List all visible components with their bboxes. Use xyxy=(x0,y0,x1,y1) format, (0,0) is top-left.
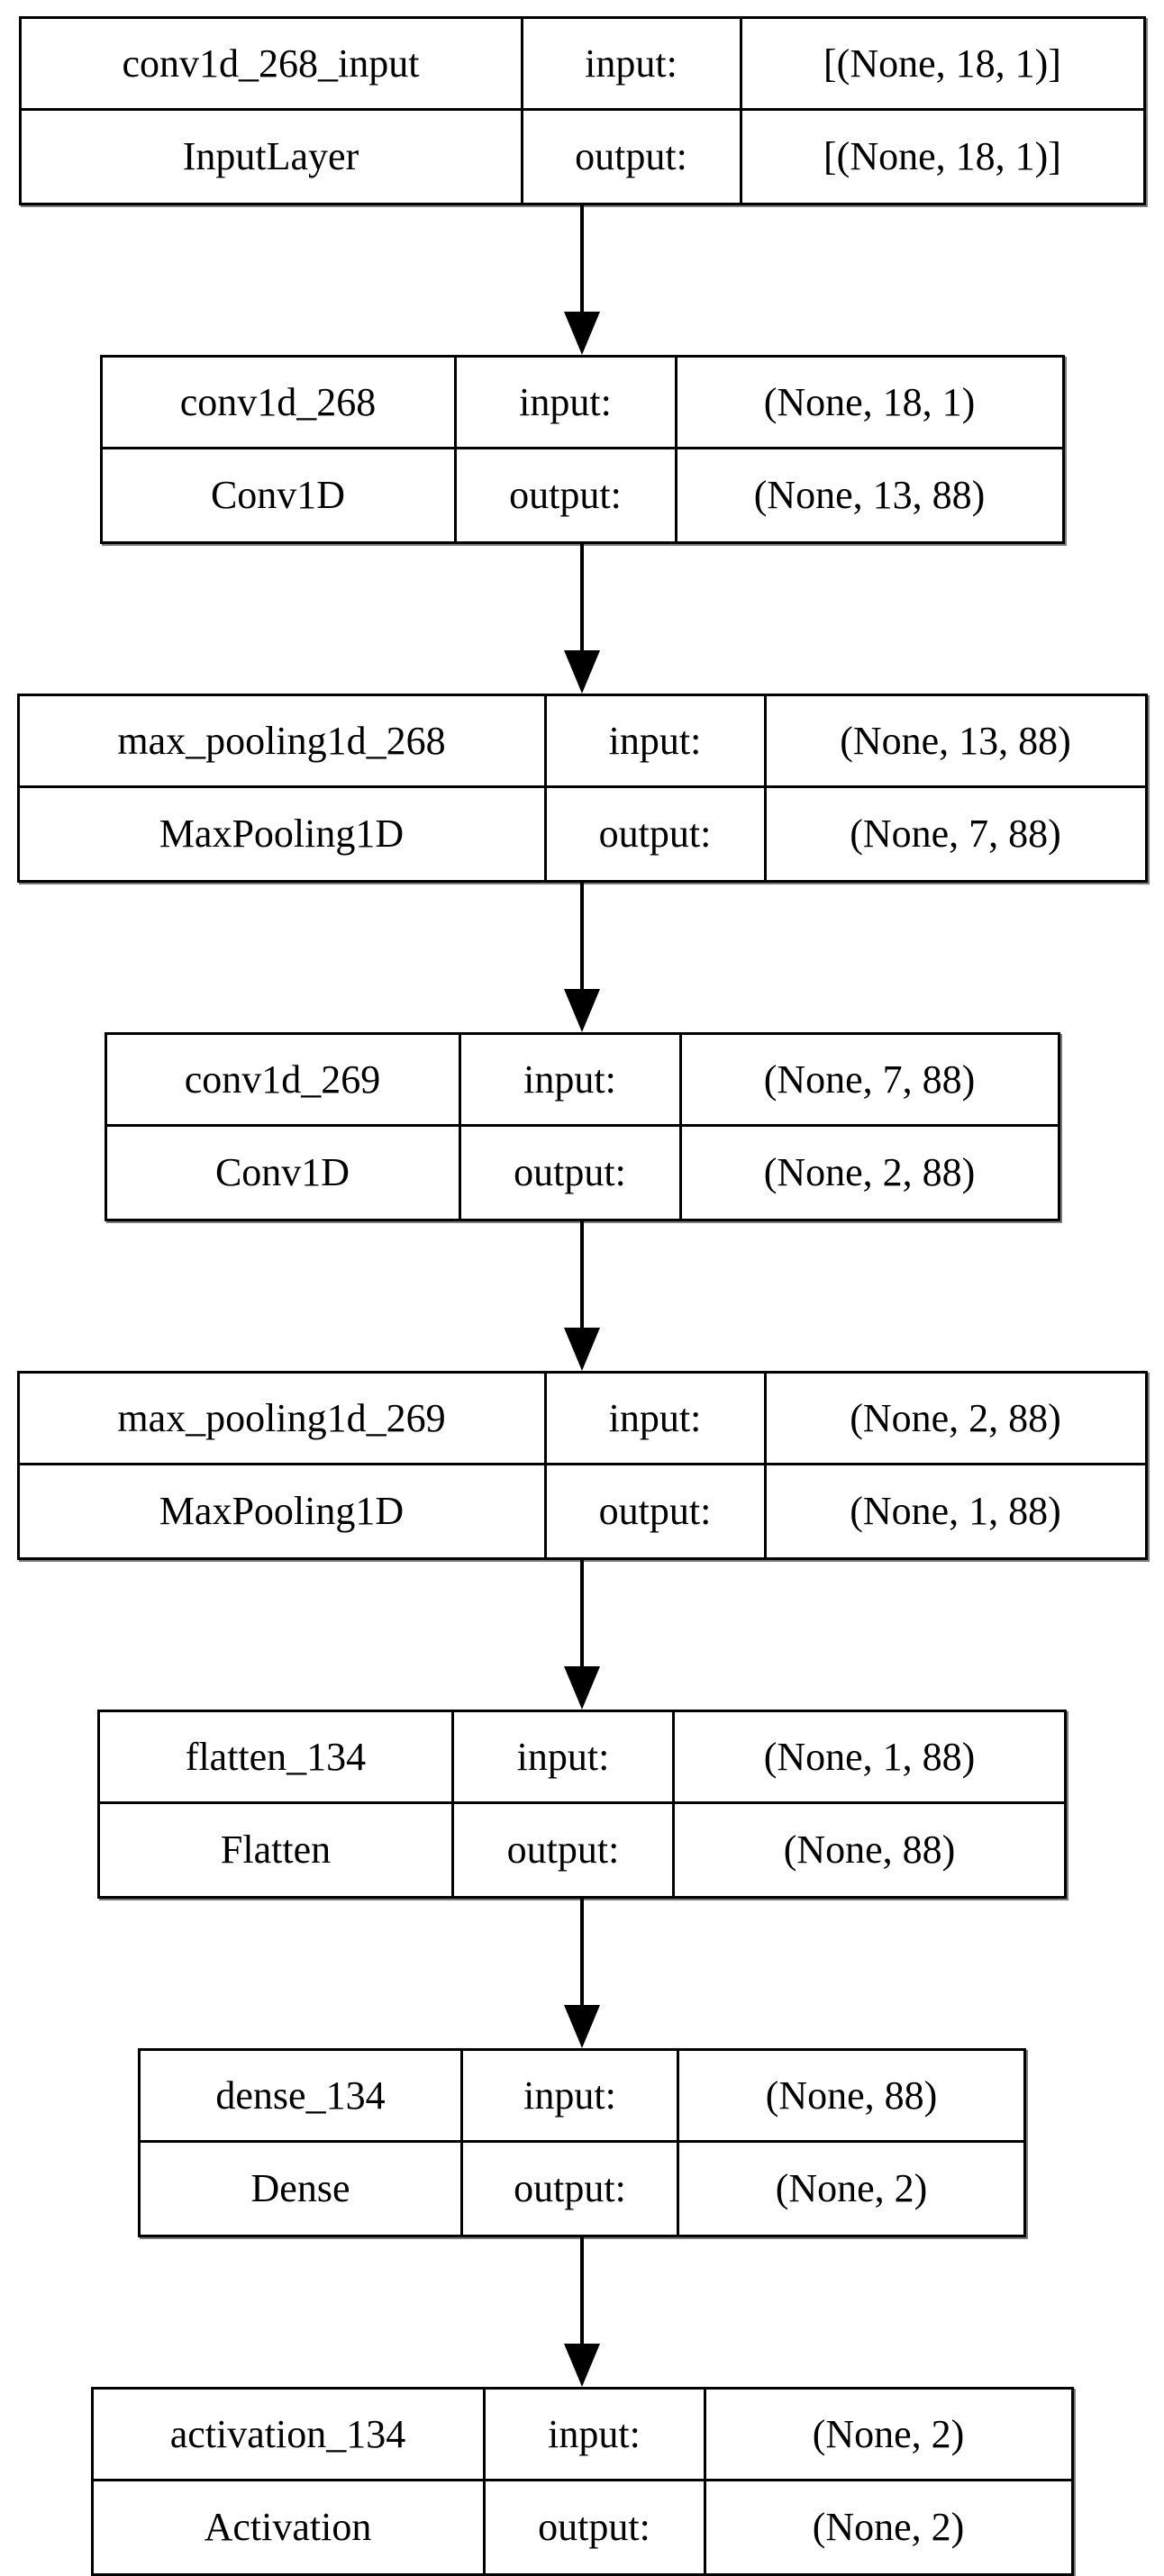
output-shape: (None, 2, 88) xyxy=(678,1127,1058,1219)
node-activation-134: activation_134 input: (None, 2) Activati… xyxy=(90,2387,1074,2576)
layer-type: Activation xyxy=(204,2505,372,2549)
input-label: input: xyxy=(520,19,740,111)
arrow-line xyxy=(580,1560,584,1668)
output-label: output: xyxy=(458,1127,679,1219)
input-shape: (None, 7, 88) xyxy=(678,1035,1058,1127)
flow-arrow xyxy=(562,2237,602,2387)
input-shape: (None, 2) xyxy=(703,2390,1071,2481)
arrow-line xyxy=(580,544,584,652)
node-max-pooling1d-269: max_pooling1d_269 input: (None, 2, 88) M… xyxy=(16,1371,1148,1560)
arrow-down-icon xyxy=(564,1666,600,1710)
layer-type: MaxPooling1D xyxy=(159,812,405,856)
layer-name: activation_134 xyxy=(93,2390,483,2481)
output-label: output: xyxy=(520,111,740,203)
output-shape: (None, 13, 88) xyxy=(674,449,1062,541)
input-label: input: xyxy=(482,2390,704,2481)
output-label: output: xyxy=(453,449,675,541)
input-shape: (None, 88) xyxy=(677,2051,1023,2143)
layer-name: max_pooling1d_269 xyxy=(19,1374,544,1465)
output-shape: (None, 1, 88) xyxy=(763,1465,1145,1557)
arrow-down-icon xyxy=(564,1328,600,1371)
node-max-pooling1d-268: max_pooling1d_268 input: (None, 13, 88) … xyxy=(16,694,1148,883)
input-shape: (None, 1, 88) xyxy=(672,1712,1064,1804)
flow-arrow xyxy=(562,1899,602,2048)
input-label: input: xyxy=(458,1035,679,1127)
layer-type: Flatten xyxy=(220,1828,332,1872)
input-shape: (None, 13, 88) xyxy=(763,696,1145,788)
output-shape: (None, 2) xyxy=(703,2481,1071,2573)
input-label: input: xyxy=(453,358,675,449)
input-shape: (None, 2, 88) xyxy=(763,1374,1145,1465)
layer-name: conv1d_268 xyxy=(102,358,454,449)
output-shape: [(None, 18, 1)] xyxy=(739,111,1143,203)
output-label: output: xyxy=(482,2481,704,2573)
input-label: input: xyxy=(460,2051,677,2143)
arrow-down-icon xyxy=(564,989,600,1032)
layer-name: conv1d_268_input xyxy=(21,19,521,111)
node-flatten-134: flatten_134 input: (None, 1, 88) Flatten… xyxy=(97,1710,1067,1899)
output-shape: (None, 7, 88) xyxy=(763,788,1145,880)
input-label: input: xyxy=(451,1712,672,1804)
arrow-down-icon xyxy=(564,312,600,355)
node-conv1d-269: conv1d_269 input: (None, 7, 88) Conv1D o… xyxy=(104,1032,1060,1221)
layer-name: flatten_134 xyxy=(100,1712,451,1804)
node-dense-134: dense_134 input: (None, 88) Dense output… xyxy=(138,2048,1026,2237)
flow-arrow xyxy=(562,1221,602,1371)
output-shape: (None, 88) xyxy=(672,1804,1064,1896)
flow-arrow xyxy=(562,1560,602,1710)
arrow-down-icon xyxy=(564,2344,600,2387)
flow-arrow xyxy=(562,544,602,694)
output-label: output: xyxy=(451,1804,672,1896)
arrow-line xyxy=(580,1899,584,2007)
layer-type: Conv1D xyxy=(210,473,346,517)
node-conv1d-268-input: conv1d_268_input input: [(None, 18, 1)] … xyxy=(18,16,1146,205)
input-shape: (None, 18, 1) xyxy=(674,358,1062,449)
arrow-down-icon xyxy=(564,650,600,694)
layer-type: InputLayer xyxy=(182,134,359,178)
layer-type: MaxPooling1D xyxy=(159,1489,405,1533)
node-conv1d-268: conv1d_268 input: (None, 18, 1) Conv1D o… xyxy=(99,355,1065,544)
output-label: output: xyxy=(543,1465,764,1557)
flow-arrow xyxy=(562,883,602,1032)
layer-type: Conv1D xyxy=(214,1150,350,1194)
layer-type: Dense xyxy=(250,2166,350,2210)
arrow-line xyxy=(580,205,584,313)
input-label: input: xyxy=(543,1374,764,1465)
layer-name: dense_134 xyxy=(141,2051,460,2143)
output-label: output: xyxy=(460,2143,677,2235)
arrow-down-icon xyxy=(564,2005,600,2048)
flow-arrow xyxy=(562,205,602,355)
arrow-line xyxy=(580,883,584,991)
arrow-line xyxy=(580,2237,584,2345)
output-shape: (None, 2) xyxy=(677,2143,1023,2235)
arrow-line xyxy=(580,1221,584,1329)
layer-name: max_pooling1d_268 xyxy=(19,696,544,788)
output-label: output: xyxy=(543,788,764,880)
input-shape: [(None, 18, 1)] xyxy=(739,19,1143,111)
layer-name: conv1d_269 xyxy=(106,1035,459,1127)
input-label: input: xyxy=(543,696,764,788)
